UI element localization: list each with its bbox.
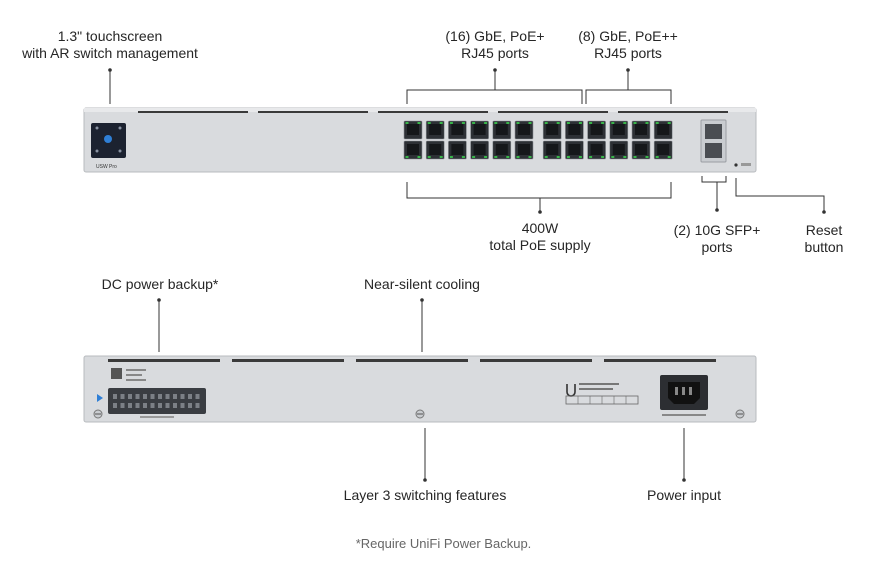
rj45-port (542, 140, 562, 160)
rear-callout-dots (157, 298, 686, 482)
callout-line: (2) 10G SFP+ (673, 222, 761, 238)
callout-line: button (804, 239, 844, 255)
model-text: USW Pro (96, 164, 117, 170)
poe-budget-callout: 400W total PoE supply (470, 220, 610, 254)
callout-line: RJ45 ports (461, 45, 529, 61)
rj45-port (403, 120, 423, 140)
rj45-port (514, 120, 534, 140)
rj45-port (587, 120, 606, 140)
rj45-port (609, 120, 629, 140)
certification-marks-icon (565, 395, 639, 405)
rj45-port (425, 120, 445, 140)
sfp-ports (700, 119, 727, 163)
touchscreen-callout: 1.3" touchscreen with AR switch manageme… (10, 28, 210, 62)
rear-panel (83, 355, 757, 423)
rj45-port (448, 120, 467, 140)
callout-line: (16) GbE, PoE+ (445, 28, 545, 44)
rj45-port (542, 120, 562, 140)
footnote: *Require UniFi Power Backup. (355, 536, 532, 551)
sfp-callout: (2) 10G SFP+ ports (662, 222, 772, 256)
callout-line: ports (701, 239, 733, 255)
rj45-port (492, 140, 512, 160)
front-panel: USW Pro (83, 107, 757, 173)
callout-line: with AR switch management (22, 45, 198, 61)
rj45-port (631, 120, 651, 140)
front-callout-lines (109, 70, 825, 212)
callout-line: (8) GbE, PoE++ (578, 28, 678, 44)
poe-plusplus-callout: (8) GbE, PoE++ RJ45 ports (558, 28, 698, 62)
rj45-port-array (403, 120, 673, 160)
rj45-port (609, 140, 629, 160)
rj45-port (425, 140, 445, 160)
poe-plus-callout: (16) GbE, PoE+ RJ45 ports (425, 28, 565, 62)
callout-line: RJ45 ports (594, 45, 662, 61)
power-input-callout: Power input (647, 487, 721, 503)
model-badge: USW Pro (96, 164, 117, 170)
rj45-port (565, 120, 584, 140)
ac-power-inlet (660, 375, 708, 416)
callout-line: 400W (521, 220, 559, 236)
dc-backup-callout: DC power backup* (101, 276, 219, 292)
rj45-port (492, 120, 512, 140)
front-callout-dots (108, 68, 826, 214)
rj45-port (631, 140, 651, 160)
rj45-port (587, 140, 606, 160)
rj45-port (653, 120, 673, 140)
screw-icon (735, 409, 745, 419)
rj45-port (448, 140, 467, 160)
dc-power-backup-connector (97, 388, 206, 418)
rear-callout-lines (158, 300, 685, 480)
screw-icon (93, 409, 103, 419)
rj45-port (565, 140, 584, 160)
rj45-port (470, 140, 489, 160)
callout-line: total PoE supply (489, 237, 591, 253)
screw-icon (415, 409, 425, 419)
callout-line: Reset (805, 222, 843, 238)
rj45-port (470, 120, 489, 140)
rj45-port (514, 140, 534, 160)
reset-button-hole (734, 163, 738, 167)
cooling-callout: Near-silent cooling (364, 276, 480, 292)
callout-line: 1.3" touchscreen (57, 28, 163, 44)
layer3-callout: Layer 3 switching features (343, 487, 507, 503)
touchscreen-display (91, 123, 126, 158)
reset-callout: Reset button (784, 222, 864, 256)
rj45-port (403, 140, 423, 160)
rj45-port (653, 140, 673, 160)
